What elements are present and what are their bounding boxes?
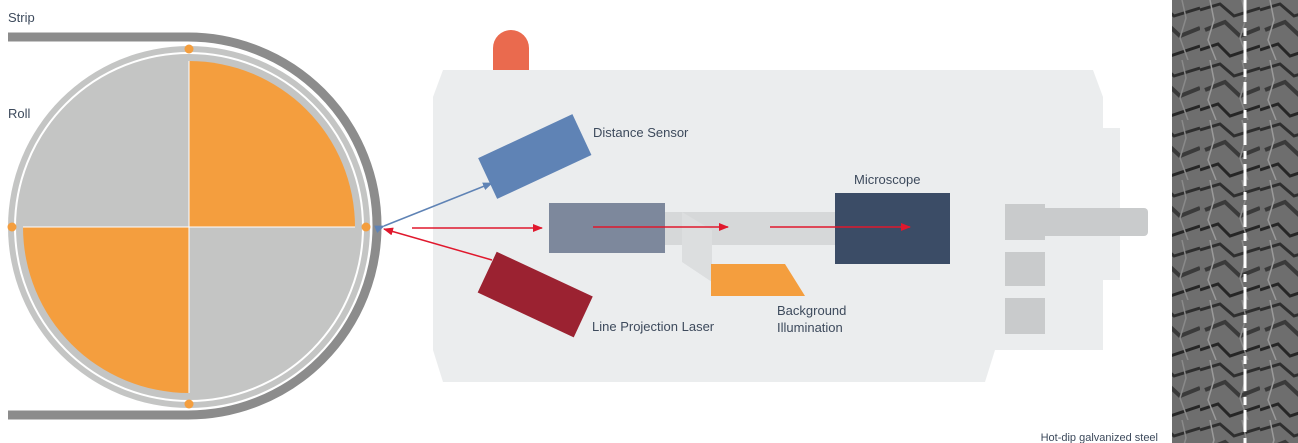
roll-label: Roll [8, 106, 31, 121]
connector-ports [1005, 204, 1148, 334]
steel-caption: Hot-dip galvanized steel [1041, 432, 1158, 443]
indicator-light [493, 30, 529, 70]
optical-path [549, 193, 950, 296]
microscope-label: Microscope [854, 172, 920, 187]
line-laser-label: Line Projection Laser [592, 319, 715, 334]
background-illumination-label-1: Background [777, 303, 846, 318]
distance-sensor-label: Distance Sensor [593, 125, 689, 140]
distance-sensor [478, 114, 592, 199]
background-illumination [711, 264, 805, 296]
strip-label: Strip [8, 10, 35, 25]
roll [8, 46, 370, 408]
beams [374, 182, 911, 261]
roll-quadrant-top-right [189, 61, 355, 227]
line-projection-laser [477, 251, 593, 338]
background-illumination-label-2: Illumination [777, 320, 843, 335]
steel-surface-image [1172, 0, 1298, 443]
roll-quadrant-bottom-left [23, 227, 189, 393]
microscope [835, 193, 950, 264]
lens-block [549, 203, 665, 253]
contact-points [7, 44, 371, 409]
